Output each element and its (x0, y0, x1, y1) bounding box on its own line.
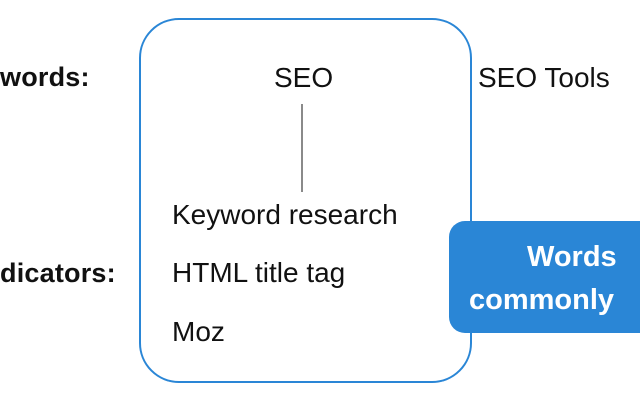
callout-box: Words commonly (449, 221, 640, 333)
related-term-moz: Moz (172, 316, 225, 347)
connector-line (301, 104, 303, 192)
root-keyword: SEO (274, 62, 334, 93)
related-term-html-title-tag: HTML title tag (172, 257, 346, 288)
outside-keyword: SEO Tools (478, 62, 610, 93)
keywords-row-label: words: (0, 62, 90, 92)
callout-line-1: Words (527, 241, 617, 273)
callout-line-2: commonly (469, 284, 615, 316)
indicators-row-label: dicators: (0, 258, 116, 288)
keyword-group-box (139, 18, 472, 383)
related-term-keyword-research: Keyword research (172, 199, 398, 230)
